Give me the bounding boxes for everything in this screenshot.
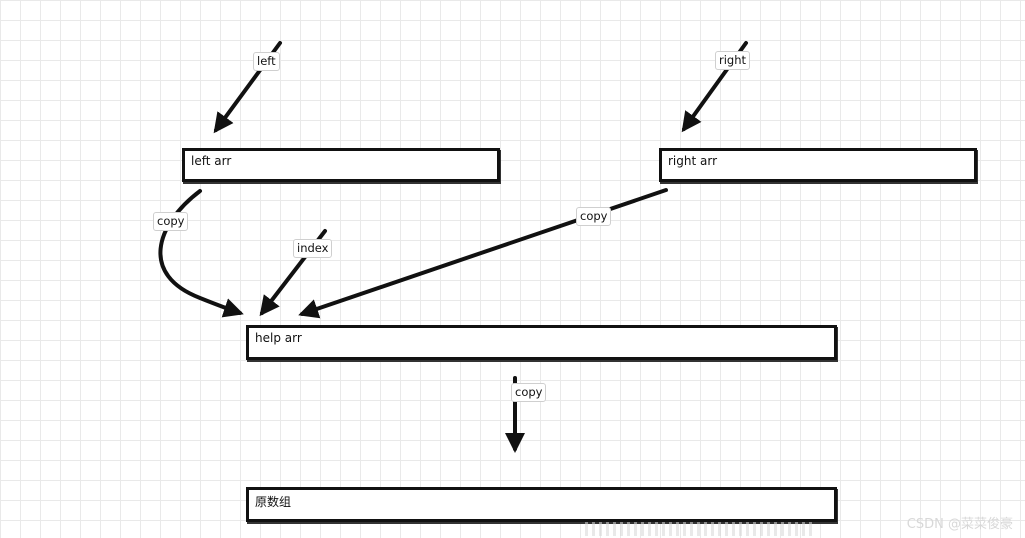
- copy-left-tag: copy: [153, 212, 189, 231]
- help-arr-box: help arr: [246, 325, 837, 360]
- left-tag: left: [253, 52, 280, 71]
- index-tag: index: [293, 239, 333, 258]
- bottom-smudge: [585, 522, 815, 536]
- right-tag: right: [715, 51, 751, 70]
- help-arr-label: help arr: [255, 331, 302, 345]
- copy-right-tag: copy: [576, 207, 612, 226]
- copy-down-tag: copy: [511, 383, 547, 402]
- copy-left-arrow: [158, 189, 244, 318]
- watermark: CSDN @菜菜俊豪: [906, 517, 1013, 532]
- right-arr-label: right arr: [668, 154, 718, 168]
- right-arr-box: right arr: [659, 148, 977, 182]
- left-arr-label: left arr: [191, 154, 232, 168]
- copy-right-arrow: [298, 188, 668, 319]
- left-arr-box: left arr: [182, 148, 500, 182]
- original-arr-box: 原数组: [246, 487, 837, 522]
- original-arr-label: 原数组: [255, 495, 292, 509]
